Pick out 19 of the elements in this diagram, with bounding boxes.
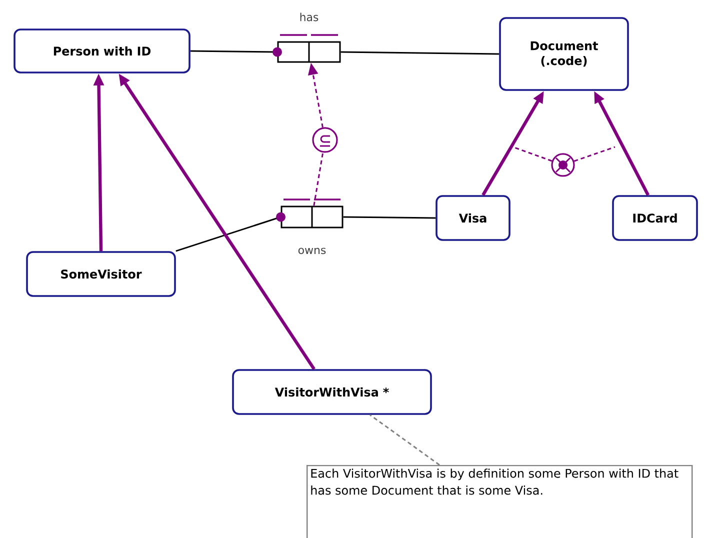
- object-type-box: Visa: [436, 195, 510, 241]
- object-type-box: Person with ID: [14, 28, 190, 74]
- connector-line: [190, 47, 282, 57]
- subset-constraint: [312, 127, 338, 153]
- connector-line: [574, 146, 616, 162]
- connector-line: [176, 212, 286, 252]
- object-type-box: Document (.code): [499, 17, 629, 91]
- connector-line: [340, 51, 500, 55]
- note-box: Each VisitorWithVisa is by definition some Person with ID that has some Document that is some Visa.: [306, 464, 693, 538]
- connector-line: [512, 146, 552, 162]
- object-type-box: IDCard: [612, 195, 698, 241]
- leader-line: [370, 414, 440, 466]
- fact-type-name: has: [300, 12, 318, 22]
- exclusive-or-constraint: [551, 153, 575, 177]
- connector-line: [343, 216, 436, 219]
- object-type-box: VisitorWithVisa *: [232, 369, 432, 415]
- fact-type-name: owns: [298, 248, 326, 254]
- object-type-box: SomeVisitor: [26, 251, 176, 297]
- connector-line: [313, 152, 324, 206]
